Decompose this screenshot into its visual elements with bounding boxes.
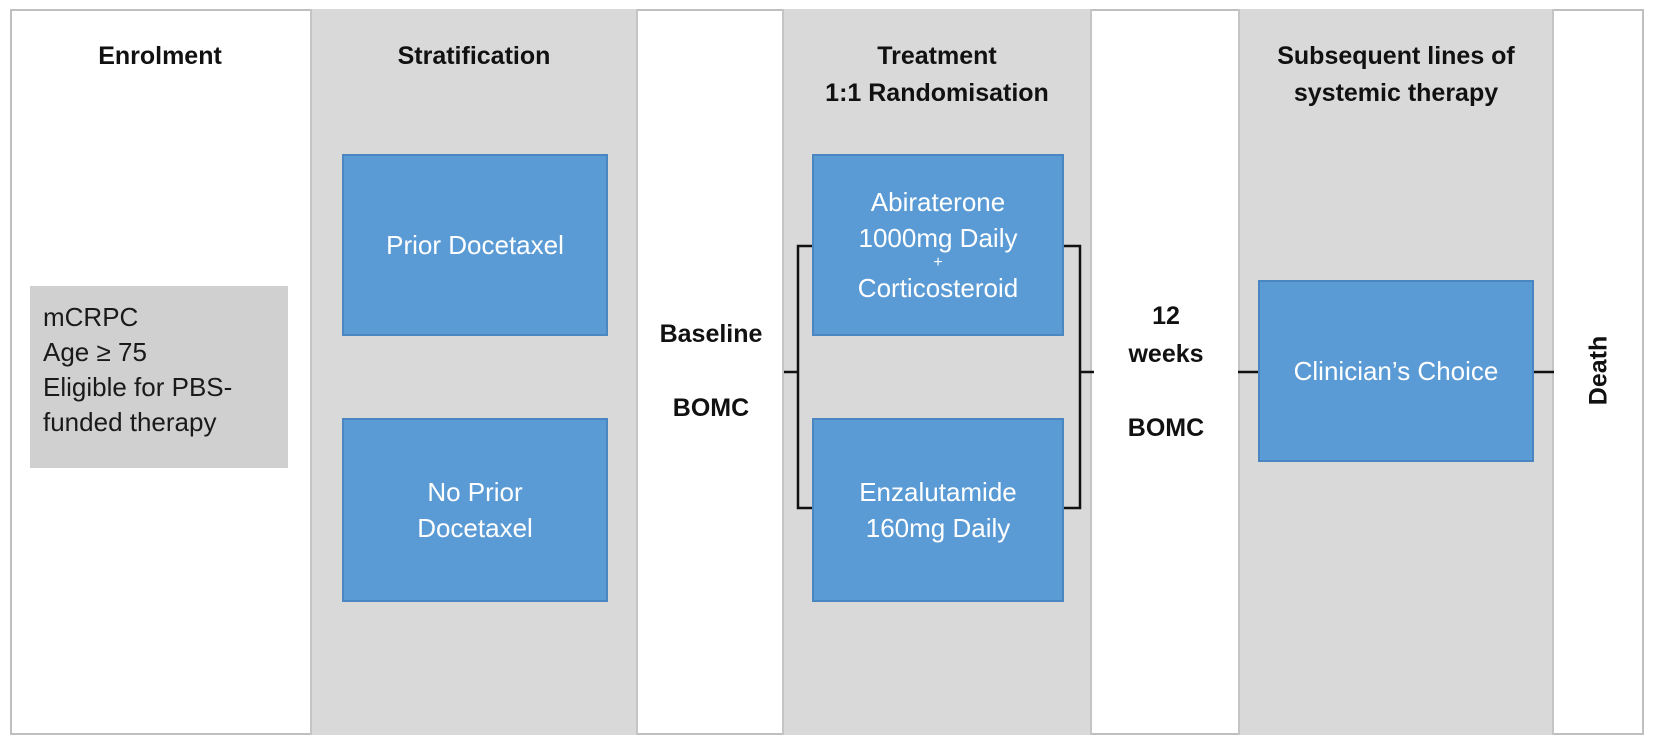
left-bracket [796, 244, 812, 510]
abiraterone-arm-box: Abiraterone 1000mg Daily + Corticosteroi… [812, 154, 1064, 336]
no-prior-docetaxel-box: No Prior Docetaxel [342, 418, 608, 602]
prior-docetaxel-label: Prior Docetaxel [386, 230, 564, 260]
followup-unit: weeks [1128, 340, 1204, 368]
baseline-bomc-label: BOMC [672, 394, 750, 422]
followup-number: 12 [1152, 302, 1180, 330]
treatment-header-line2: 1:1 Randomisation [825, 79, 1049, 107]
enzalutamide-line-1: Enzalutamide [859, 477, 1017, 507]
enrolment-box: mCRPC Age ≥ 75 Eligible for PBS- funded … [30, 286, 288, 468]
enzalutamide-line-2: 160mg Daily [865, 513, 1011, 543]
stratification-band [310, 9, 638, 735]
subsequent-header-line1: Subsequent lines of [1277, 42, 1515, 70]
treatment-header-line1: Treatment [877, 42, 997, 70]
baseline-label: Baseline [659, 320, 763, 348]
right-bracket [1064, 244, 1082, 510]
abiraterone-line-2: 1000mg Daily [858, 223, 1018, 253]
enrolment-line-1: mCRPC [43, 302, 139, 332]
abiraterone-line-4: Corticosteroid [857, 273, 1019, 303]
clinicians-choice-label: Clinician’s Choice [1293, 356, 1499, 386]
prior-docetaxel-box: Prior Docetaxel [342, 154, 608, 336]
enzalutamide-arm-box: Enzalutamide 160mg Daily [812, 418, 1064, 602]
no-prior-docetaxel-line-1: No Prior [427, 477, 523, 507]
enrolment-line-4: funded therapy [43, 407, 217, 437]
no-prior-docetaxel-line-2: Docetaxel [417, 513, 533, 543]
subsequent-header: Subsequent lines of systemic therapy [1238, 38, 1554, 112]
stratification-header: Stratification [397, 42, 551, 70]
enrolment-line-3: Eligible for PBS- [43, 372, 233, 402]
subsequent-header-line2: systemic therapy [1293, 79, 1499, 107]
abiraterone-line-1: Abiraterone [870, 187, 1006, 217]
enrolment-header: Enrolment [98, 42, 222, 70]
clinicians-choice-box: Clinician’s Choice [1258, 280, 1534, 462]
treatment-header: Treatment 1:1 Randomisation [782, 38, 1092, 112]
followup-bomc-label: BOMC [1127, 414, 1205, 442]
abiraterone-plus: + [933, 254, 943, 271]
enrolment-line-2: Age ≥ 75 [43, 337, 147, 367]
death-label: Death [1584, 335, 1613, 406]
